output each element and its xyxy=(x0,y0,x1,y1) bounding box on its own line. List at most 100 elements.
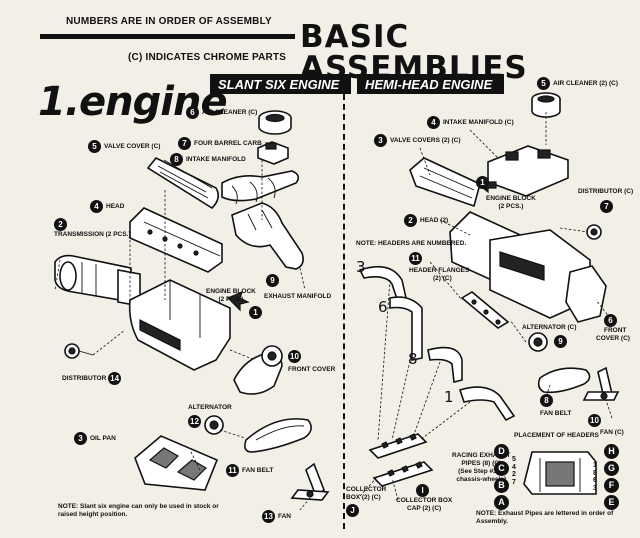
placement-digits-left: 5 4 2 7 xyxy=(512,456,516,486)
label-text-3: (See Step #3 in xyxy=(458,468,505,476)
placement-of-headers-drawing xyxy=(523,451,597,495)
label-text: RACING EXHAUST xyxy=(452,452,511,459)
hemi-alternator-drawing xyxy=(528,332,548,352)
slant-intake-manifold-drawing xyxy=(221,170,300,205)
label-text: VALVE COVER (C) xyxy=(104,143,161,151)
hemi-headers-note: NOTE: Headers are numbered. xyxy=(356,240,467,247)
step-badge: 3 xyxy=(374,134,387,147)
step-badge: 3 xyxy=(74,432,87,445)
label-text: TRANSMISSION (2 pcs.) xyxy=(54,231,131,238)
placement-digit: 5 xyxy=(512,456,516,463)
label-text: ALTERNATOR (C) xyxy=(522,324,577,331)
header-number-6: 6 xyxy=(378,298,388,316)
slant-carb-drawing xyxy=(257,141,289,165)
label-text: ALTERNATOR xyxy=(188,404,232,411)
label-text: HEAD (2) xyxy=(420,217,449,225)
placement-digit: 6 xyxy=(593,477,597,484)
header-number-3: 3 xyxy=(356,258,366,276)
step-badge: 8 xyxy=(540,394,553,407)
header-rule xyxy=(40,34,295,39)
label-text: ENGINE BLOCK xyxy=(486,195,536,202)
placement-letter-c: C xyxy=(494,461,509,476)
hemi-label-collector-box: COLLECTOR BOX (2) (C) J xyxy=(346,486,387,518)
label-text: COLLECTOR xyxy=(346,486,387,493)
section-number: 1. xyxy=(38,79,80,125)
label-text: COLLECTOR BOX xyxy=(396,497,453,504)
slant-head-drawing xyxy=(129,207,223,273)
step-badge: 1 xyxy=(476,176,489,189)
slant-six-note: NOTE: Slant six engine can only be used … xyxy=(58,503,219,519)
hemi-engine-block-drawing xyxy=(449,211,593,319)
hemi-collector-box-drawing xyxy=(368,433,434,487)
placement-letters-left: D C B A xyxy=(494,444,514,510)
step-badge: 2 xyxy=(54,218,67,231)
label-text: FAN BELT xyxy=(242,467,274,475)
section-title: 1.engine xyxy=(38,79,228,125)
label-qty: (2 pcs.) xyxy=(498,203,524,211)
placement-letter-h: H xyxy=(604,444,619,459)
hemi-label-distributor: DISTRIBUTOR (C) 7 xyxy=(578,188,634,214)
slant-six-title: SLANT SIX ENGINE xyxy=(210,74,352,94)
step-badge: 1 xyxy=(249,306,262,319)
placement-digit: 2 xyxy=(512,471,516,478)
label-text-2: BOX (2) (C) xyxy=(346,494,381,502)
step-badge: 11 xyxy=(226,464,239,477)
label-text: EXHAUST MANIFOLD xyxy=(264,293,332,300)
hemi-air-cleaner-drawing xyxy=(531,92,561,118)
slant-transmission-drawing xyxy=(54,254,141,307)
hemi-note: NOTE: Exhaust Pipes are lettered in orde… xyxy=(476,510,614,526)
step-badge: 7 xyxy=(600,200,613,214)
step-badge: 6 xyxy=(186,106,199,119)
hemi-front-cover-drawing xyxy=(565,265,607,323)
label-text: AIR CLEANER (2) (C) xyxy=(553,80,618,88)
label-text: VALVE COVERS (2) (C) xyxy=(390,137,461,145)
hemi-label-collector-box-cap: I COLLECTOR BOX CAP (2) (C) xyxy=(396,484,452,513)
hemi-label-alternator-badge: 9 xyxy=(554,335,570,348)
label-text: OIL PAN xyxy=(90,435,116,443)
step-badge: 5 xyxy=(537,77,550,90)
slant-fan-drawing xyxy=(290,462,330,501)
slant-alternator-drawing xyxy=(204,415,224,435)
slant-engine-block-drawing xyxy=(128,279,231,371)
slant-label-distributor: DISTRIBUTOR 14 xyxy=(62,372,124,385)
placement-letter-d: D xyxy=(494,444,509,459)
step-badge: 14 xyxy=(108,372,122,385)
label-text: INTAKE MANIFOLD xyxy=(186,156,246,164)
label-text-2: CAP (2) (C) xyxy=(407,505,442,513)
slant-air-cleaner-drawing xyxy=(258,110,292,135)
label-text: DISTRIBUTOR (C) xyxy=(578,188,634,195)
step-badge: 9 xyxy=(554,335,567,348)
hemi-label-fan: 10FAN (C) xyxy=(588,414,628,436)
label-text: FRONT COVER xyxy=(288,366,336,373)
hemi-distributor-drawing xyxy=(586,224,602,240)
hemi-header-flanges-drawing xyxy=(460,291,510,329)
section-name: engine xyxy=(79,79,228,125)
label-text: HEADER FLANGES xyxy=(409,267,470,274)
slant-fan-belt-drawing xyxy=(244,418,312,453)
hemi-intake-manifold-drawing xyxy=(487,145,569,197)
label-text: FRONT xyxy=(604,327,627,334)
step-badge: 4 xyxy=(90,200,103,213)
hemi-valve-covers-drawing xyxy=(409,157,481,208)
slant-distributor-drawing xyxy=(64,343,94,359)
hemi-headers-drawing xyxy=(358,265,516,422)
placement-letter-e: E xyxy=(604,495,619,510)
label-text-4: chassis-wheels) xyxy=(456,476,507,484)
label-text: DISTRIBUTOR xyxy=(62,375,107,383)
page-title: BASIC ASSEMBLIES xyxy=(300,19,528,86)
slant-valve-cover-drawing xyxy=(146,156,220,210)
hemi-title: HEMI-HEAD ENGINE xyxy=(357,74,505,94)
step-badge: 2 xyxy=(404,214,417,227)
slant-exhaust-manifold-drawing xyxy=(231,202,304,270)
